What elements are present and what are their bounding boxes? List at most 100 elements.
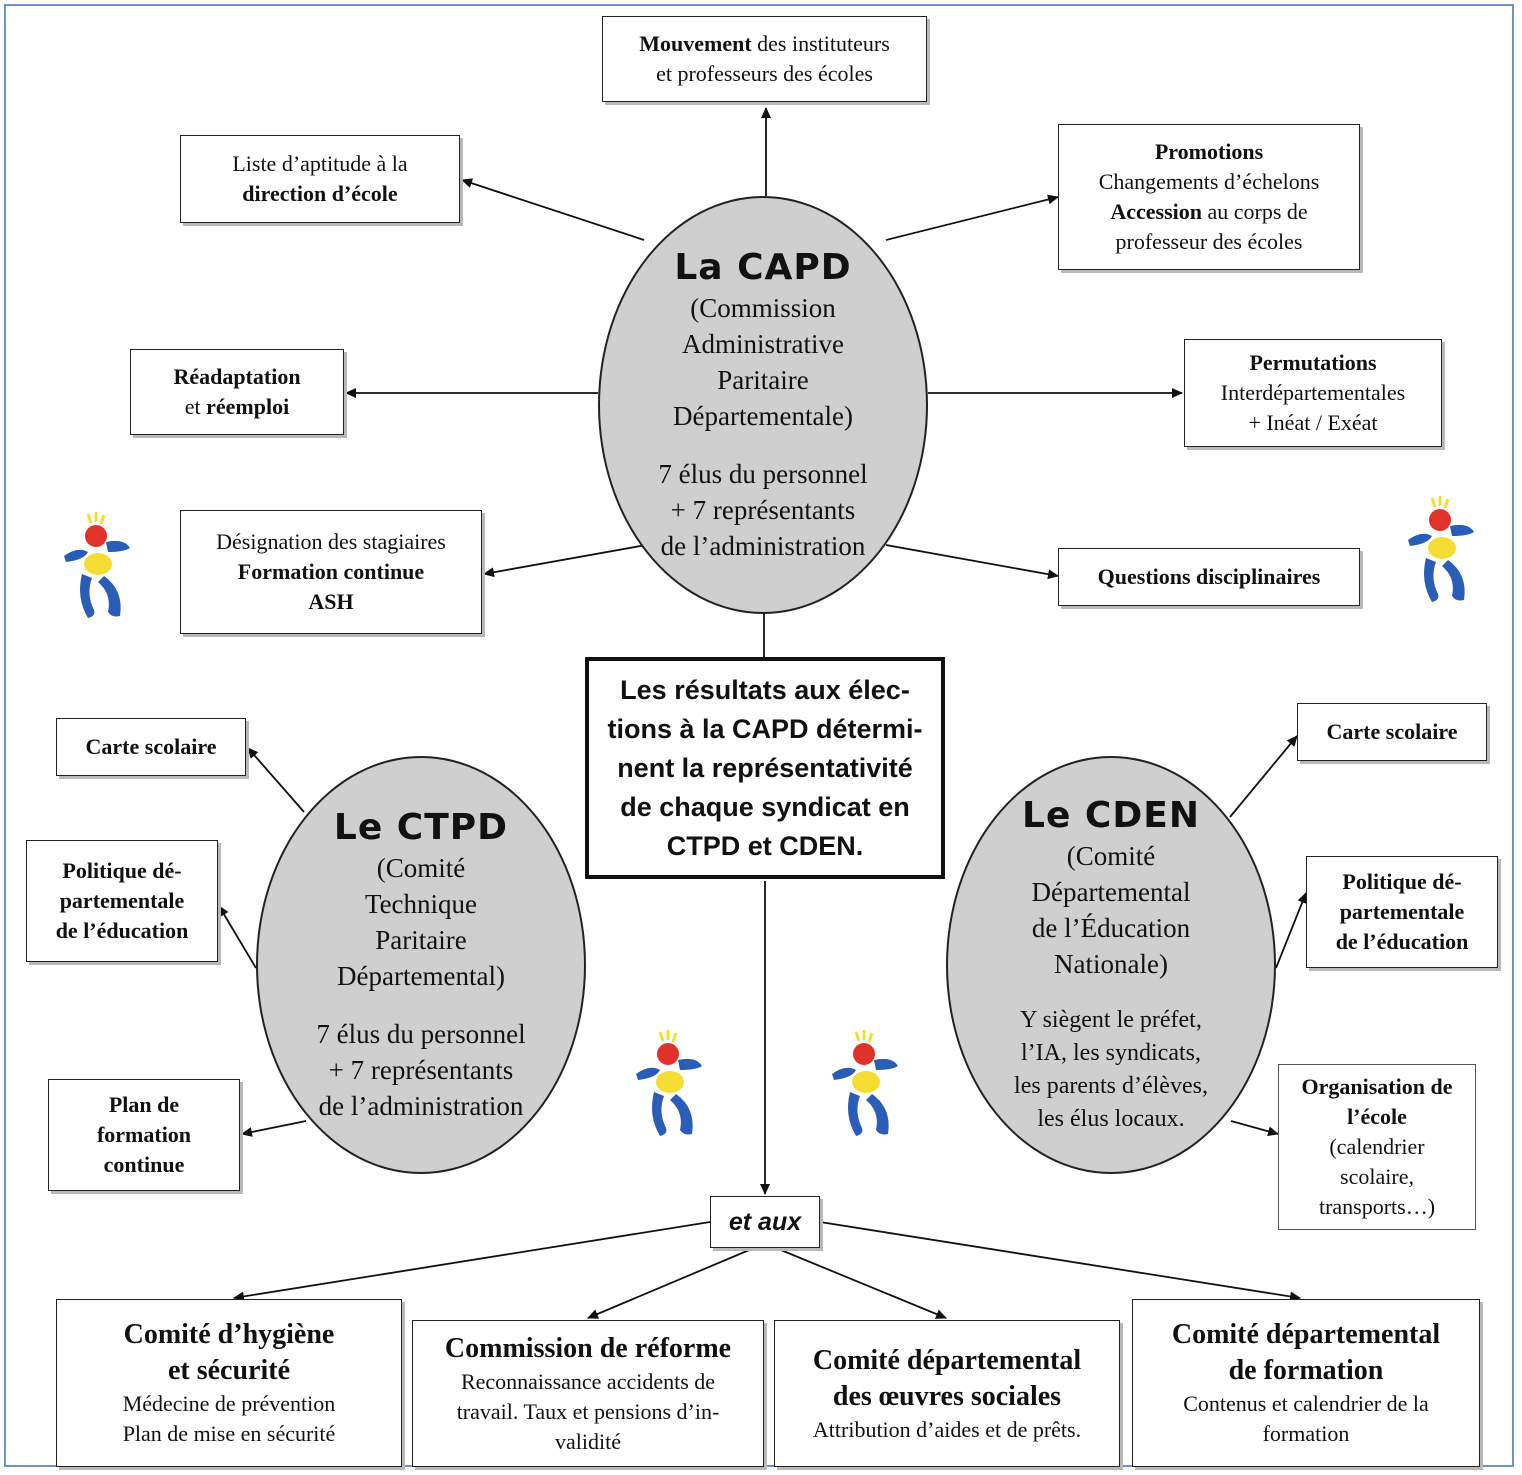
box-reforme: Commission de réforme Reconnaissance acc… [412,1320,764,1467]
reforme-sub-3: validité [555,1428,621,1454]
box-ctpd-politique: Politique dé- partementale de l’éducatio… [26,840,218,962]
formation-sub-1: Contenus et calendrier de la [1183,1391,1429,1416]
designation-line1: Désignation des stagiaires [216,529,446,554]
box-questions: Questions disciplinaires [1058,548,1360,606]
capd-subtitle-1: (Commission [690,292,836,323]
center-line-4: de chaque syndicat en [620,791,910,822]
box-oeuvres: Comité départemental des œuvres sociales… [774,1320,1120,1467]
center-results-box: Les résultats aux élec- tions à la CAPD … [585,657,945,879]
arrow-cden-organisation [1230,1120,1279,1137]
box-designation: Désignation des stagiaires Formation con… [180,510,482,634]
arrow-cden-politique [1275,892,1307,969]
cden-members-2: l’IA, les syndicats, [1021,1039,1201,1066]
promotions-bold: Promotions [1154,139,1264,164]
arrow-ctpd-plan [241,1120,307,1137]
cden-members-1: Y siègent le préfet, [1020,1006,1202,1033]
arrow-ctpd-carte [247,747,305,813]
ctpd-subtitle-3: Paritaire [375,924,467,955]
cden-title: Le CDEN [1022,794,1200,836]
permutations-line2: Interdépartementales [1220,380,1406,405]
cden-members-3: les parents d’élèves, [1014,1072,1208,1099]
arrow-etaux-hygiene [233,1221,711,1302]
cden-organisation-2: scolaire, [1340,1164,1414,1189]
ctpd-members-1: 7 élus du personnel [316,1018,526,1049]
ctpd-politique-2: partementale [59,888,185,913]
reforme-sub-1: Reconnaissance accidents de [460,1368,716,1394]
ctpd-members-3: de l’administration [318,1090,524,1121]
box-readaptation: Réadaptation et réemploi [130,349,344,435]
box-mouvement: Mouvement des instituteurs et professeur… [602,16,927,102]
ctpd-members-2: + 7 représentants [328,1054,514,1085]
box-ctpd-plan: Plan de formation continue [48,1079,240,1191]
box-hygiene: Comité d’hygiène et sécurité Médecine de… [56,1299,402,1467]
capd-members-1: 7 élus du personnel [658,458,868,489]
center-line-3: nent la représentativité [617,752,913,783]
formation-title-2: de formation [1228,1355,1384,1386]
liste-line1: Liste d’aptitude à la [232,151,408,176]
cden-carte-label: Carte scolaire [1326,719,1458,744]
cden-subtitle-3: de l’Éducation [1031,912,1191,943]
mascot-icon [64,512,130,618]
capd-subtitle-4: Départementale) [673,400,853,431]
reforme-title: Commission de réforme [444,1332,732,1364]
box-cden-organisation: Organisation de l’école (calendrier scol… [1278,1064,1476,1230]
box-ctpd-carte: Carte scolaire [56,718,246,776]
center-line-5: CTPD et CDEN. [666,830,864,861]
cden-organisation-3: transports…) [1318,1194,1436,1219]
arrow-capd-promotions [885,194,1059,241]
readaptation-reemploi: réemploi [206,394,290,419]
hygiene-title-1: Comité d’hygiène [123,1319,335,1350]
permutations-line3: + Inéat / Exéat [1248,410,1378,435]
cden-organisation-bold-2: l’école [1347,1104,1407,1129]
capd-subtitle-2: Administrative [682,328,844,359]
formation-sub-2: formation [1262,1421,1350,1446]
permutations-bold: Permutations [1249,350,1377,375]
ctpd-ellipse: Le CTPD (Comité Technique Paritaire Dépa… [256,756,586,1174]
hygiene-sub-1: Médecine de prévention [122,1391,336,1416]
readaptation-bold: Réadaptation [173,364,301,389]
cden-subtitle-2: Départemental [1031,876,1191,907]
capd-subtitle-3: Paritaire [717,364,809,395]
mascot-icon [832,1030,898,1136]
cden-subtitle-1: (Comité [1066,840,1156,871]
questions-bold: Questions disciplinaires [1097,564,1321,589]
cden-members-4: les élus locaux. [1037,1105,1185,1132]
mouvement-bold: Mouvement [639,31,752,56]
oeuvres-title-1: Comité départemental [812,1344,1082,1376]
hygiene-title-2: et sécurité [167,1355,291,1386]
ctpd-subtitle-2: Technique [364,888,478,919]
box-liste-aptitude: Liste d’aptitude à la direction d’école [180,135,460,223]
capd-title: La CAPD [674,246,852,288]
oeuvres-title-2: des œuvres sociales [832,1380,1062,1412]
ctpd-plan-3: continue [103,1152,185,1177]
arrow-capd-designation [483,544,647,578]
mascot-icon [636,1030,702,1136]
designation-bold2: Formation continue [237,559,425,584]
promotions-rest3: au corps de [1201,199,1308,224]
ctpd-plan-1: Plan de [108,1092,180,1117]
readaptation-pre: et [184,394,207,419]
cden-politique-2: partementale [1339,899,1465,924]
ctpd-carte-label: Carte scolaire [85,734,217,759]
arrow-ctpd-politique [218,905,257,969]
mouvement-line2: et professeurs des écoles [656,61,873,86]
box-cden-politique: Politique dé- partementale de l’éducatio… [1306,856,1498,968]
cden-subtitle-4: Nationale) [1054,948,1168,979]
cden-ellipse: Le CDEN (Comité Départemental de l’Éduca… [946,756,1276,1174]
capd-members-2: + 7 représentants [670,494,856,525]
box-permutations: Permutations Interdépartementales + Inéa… [1184,339,1442,447]
arrow-capd-liste [461,178,645,241]
cden-organisation-1: (calendrier [1329,1134,1425,1159]
arrow-etaux-reforme [587,1247,755,1319]
arrow-etaux-formation [819,1221,1301,1302]
center-line-1: Les résultats aux élec- [620,674,910,705]
reforme-sub-2: travail. Taux et pensions d’in- [456,1398,720,1424]
mascot-icon [1408,496,1474,602]
mouvement-rest: des instituteurs [751,31,890,56]
designation-bold3: ASH [308,589,354,614]
et-aux-box: et aux [710,1196,820,1248]
ctpd-politique-3: de l’éducation [55,918,189,943]
formation-title-1: Comité départemental [1171,1319,1441,1350]
